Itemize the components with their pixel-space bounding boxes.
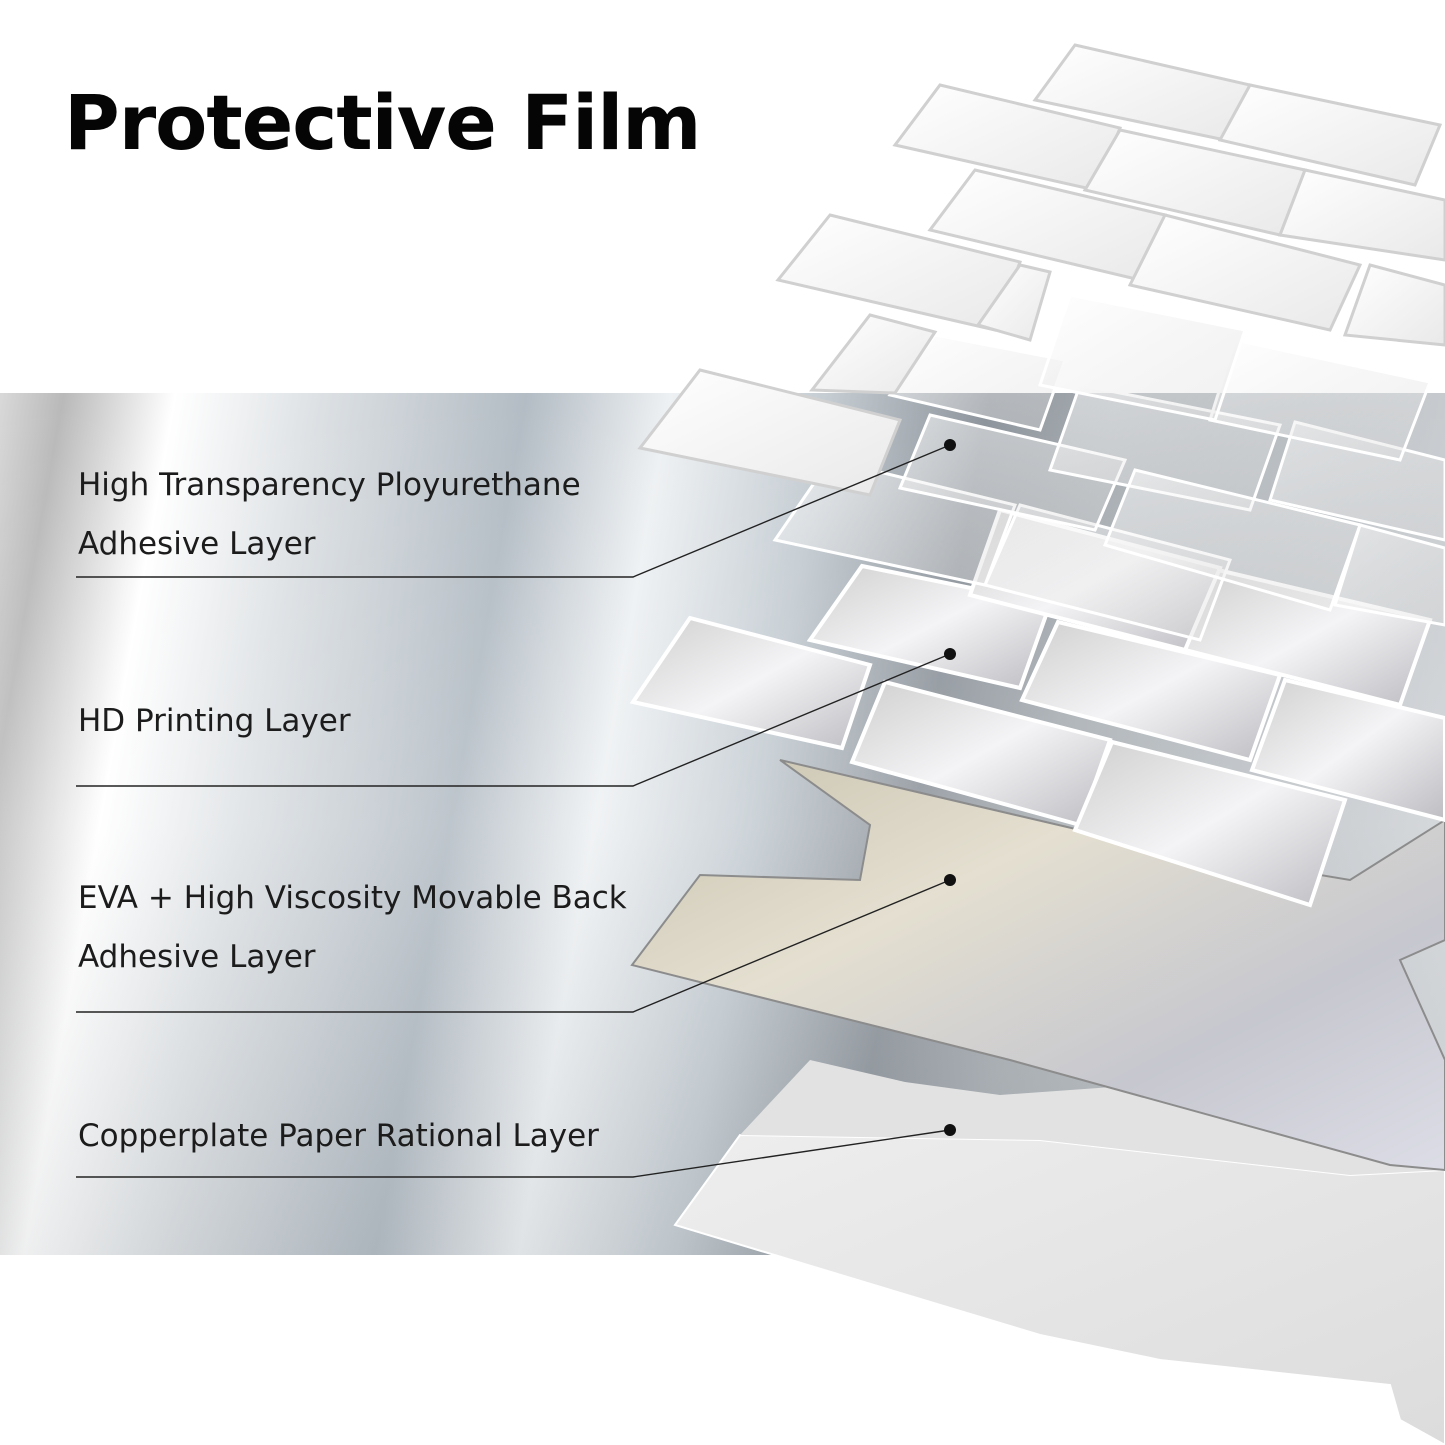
- layer-label-line: High Transparency Ployurethane: [78, 467, 581, 503]
- leader-lines: [76, 444, 951, 1178]
- leader-dot: [944, 648, 956, 660]
- leader-dot: [944, 874, 956, 886]
- transparent-adhesive-layer: [772, 293, 1445, 642]
- leader-dot: [944, 1124, 956, 1136]
- layer-label-line: Adhesive Layer: [78, 526, 316, 562]
- leader-dots: [944, 439, 956, 1136]
- leader-dot: [944, 439, 956, 451]
- protective-film-layer: [637, 43, 1445, 497]
- layer-label-transparent-adhesive: High Transparency Ployurethane Adhesive …: [78, 456, 581, 574]
- layer-label-hd-printing: HD Printing Layer: [78, 692, 351, 751]
- layer-label-line: Copperplate Paper Rational Layer: [78, 1118, 599, 1154]
- layer-label-eva-adhesive: EVA + High Viscosity Movable Back Adhesi…: [78, 869, 627, 987]
- layer-label-line: EVA + High Viscosity Movable Back: [78, 880, 627, 916]
- layer-label-line: HD Printing Layer: [78, 703, 351, 739]
- layer-label-line: Adhesive Layer: [78, 939, 316, 975]
- page-title: Protective Film: [64, 78, 701, 167]
- layer-label-copperplate-paper: Copperplate Paper Rational Layer: [78, 1107, 599, 1166]
